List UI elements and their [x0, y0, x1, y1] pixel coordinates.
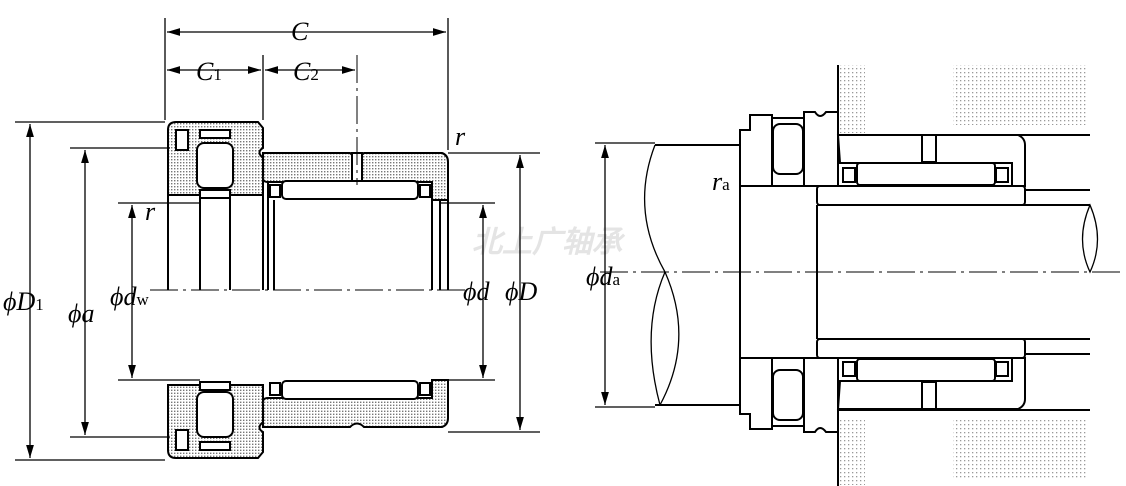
dim-C-label: C	[291, 17, 309, 46]
dim-C2-label: C2	[293, 57, 319, 86]
phi-dw-label: ϕdw	[110, 282, 149, 311]
r-left-label: r	[145, 197, 156, 226]
phi-da-label: ϕda	[586, 262, 620, 291]
left-bearing-section	[150, 55, 470, 459]
right-mounting-section	[595, 65, 1120, 486]
watermark: 北上广轴承	[472, 225, 626, 260]
mounted-top-half	[739, 111, 1090, 206]
left-dimensions	[15, 18, 540, 461]
bearing-top-half	[167, 121, 449, 290]
phi-a-label: ϕa	[68, 299, 94, 328]
r-a-label: ra	[712, 167, 730, 196]
r-top-label: r	[455, 122, 466, 151]
phi-D1-label: ϕD1	[3, 287, 44, 316]
mounted-bottom-half	[739, 338, 1090, 433]
bearing-bottom-half	[167, 379, 449, 459]
phi-D-label: ϕD	[505, 277, 537, 306]
dim-C1-label: C1	[196, 57, 222, 86]
phi-d-label: ϕd	[463, 277, 490, 306]
